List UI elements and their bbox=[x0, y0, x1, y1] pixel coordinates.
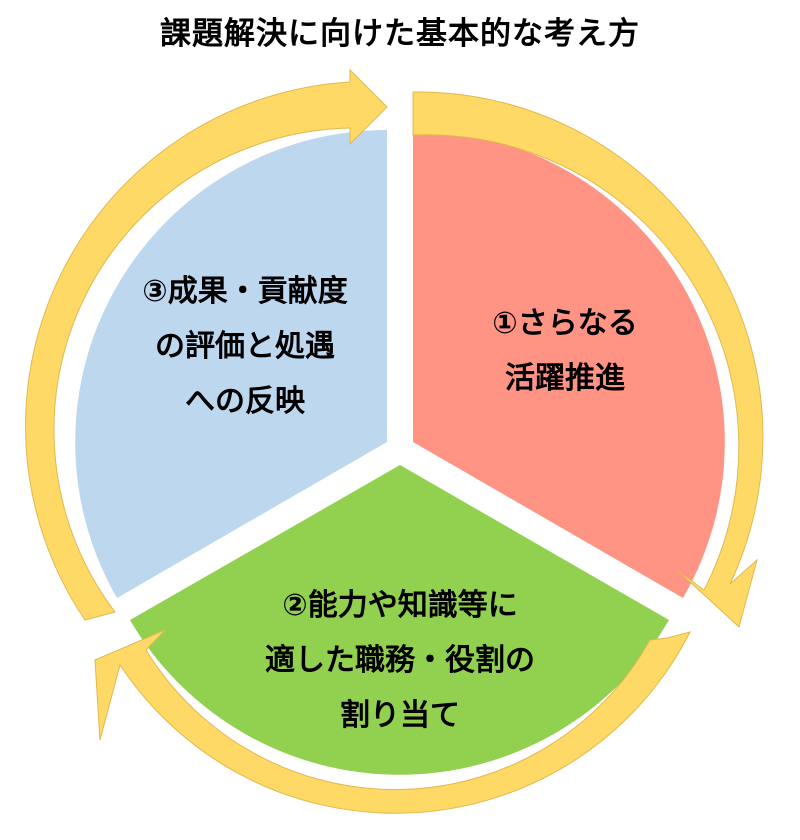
segment-2-label: ②能力や知識等に 適した職務・役割の 割り当て bbox=[230, 578, 570, 743]
segment-2-shape bbox=[130, 465, 669, 775]
segment-3-line-1: ③成果・貢献度 bbox=[142, 274, 348, 309]
cycle-arrow-bottom bbox=[94, 629, 691, 814]
segment-1-shape bbox=[413, 130, 725, 598]
page-title: 課題解決に向けた基本的な考え方 bbox=[160, 16, 640, 52]
segment-3-line-2: の評価と処遇 bbox=[155, 329, 335, 364]
segment-2-line-2: 適した職務・役割の bbox=[265, 643, 535, 678]
segment-2-line-1: ②能力や知識等に bbox=[282, 588, 518, 623]
segment-1-label: ①さらなる 活躍推進 bbox=[440, 296, 690, 406]
segment-3-line-3: への反映 bbox=[185, 384, 305, 419]
segment-3-label: ③成果・貢献度 の評価と処遇 への反映 bbox=[110, 264, 380, 429]
segment-1-line-1: ①さらなる bbox=[492, 306, 638, 341]
segment-2-line-3: 割り当て bbox=[340, 698, 460, 733]
segment-1-line-2: 活躍推進 bbox=[505, 361, 625, 396]
cycle-arrow-right bbox=[412, 91, 764, 628]
cycle-arrow-left bbox=[25, 68, 388, 621]
segment-3-shape bbox=[75, 130, 387, 598]
